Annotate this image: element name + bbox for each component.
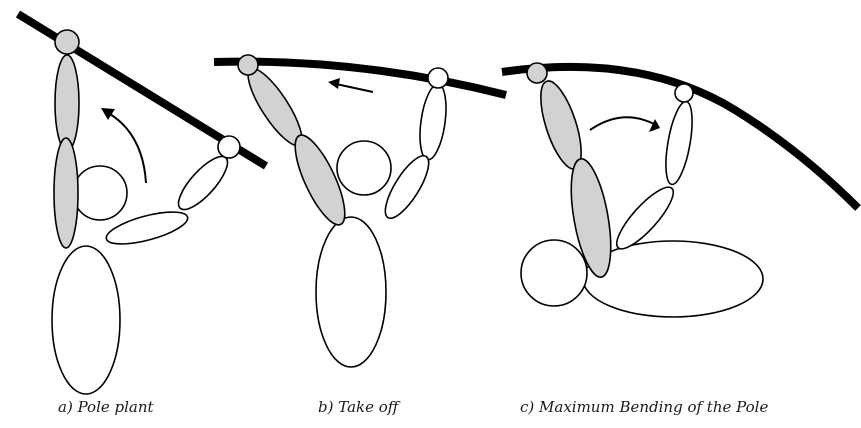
- hand-c: [674, 83, 694, 103]
- lower-leg-a: [54, 54, 80, 152]
- panel-take-off: [213, 54, 507, 368]
- foot-a: [54, 29, 80, 55]
- hand-a: [217, 135, 241, 159]
- caption-maximum-bending: c) Maximum Bending of the Pole: [520, 398, 769, 416]
- arrow-head-a: [101, 108, 115, 120]
- foot-c: [526, 62, 548, 84]
- hand-b: [427, 67, 449, 89]
- forearm-a: [177, 155, 229, 211]
- torso-b: [315, 216, 387, 368]
- forearm-c: [665, 100, 693, 186]
- straight-arrow-b: [335, 83, 374, 93]
- upper-arm-c: [615, 186, 675, 250]
- panel-maximum-bending: [501, 62, 861, 318]
- forearm-b: [419, 83, 447, 161]
- foot-b: [237, 54, 259, 76]
- arrow-head-c: [649, 119, 660, 132]
- head-a: [72, 165, 128, 221]
- head-b: [336, 140, 392, 196]
- thigh-a: [53, 137, 79, 249]
- caption-take-off: b) Take off: [318, 398, 399, 416]
- panel-pole-plant: [15, 10, 269, 395]
- caption-pole-plant: a) Pole plant: [58, 398, 154, 416]
- arrow-head-b: [328, 78, 340, 89]
- upper-arm-a: [105, 211, 189, 245]
- upper-arm-b: [384, 155, 430, 219]
- pole-c: [501, 62, 861, 211]
- curved-arrow-c: [589, 116, 655, 131]
- torso-a: [51, 245, 121, 395]
- thigh-c: [570, 158, 612, 278]
- thigh-b: [294, 134, 346, 226]
- head-c: [520, 239, 588, 307]
- curved-arrow-a: [109, 113, 147, 184]
